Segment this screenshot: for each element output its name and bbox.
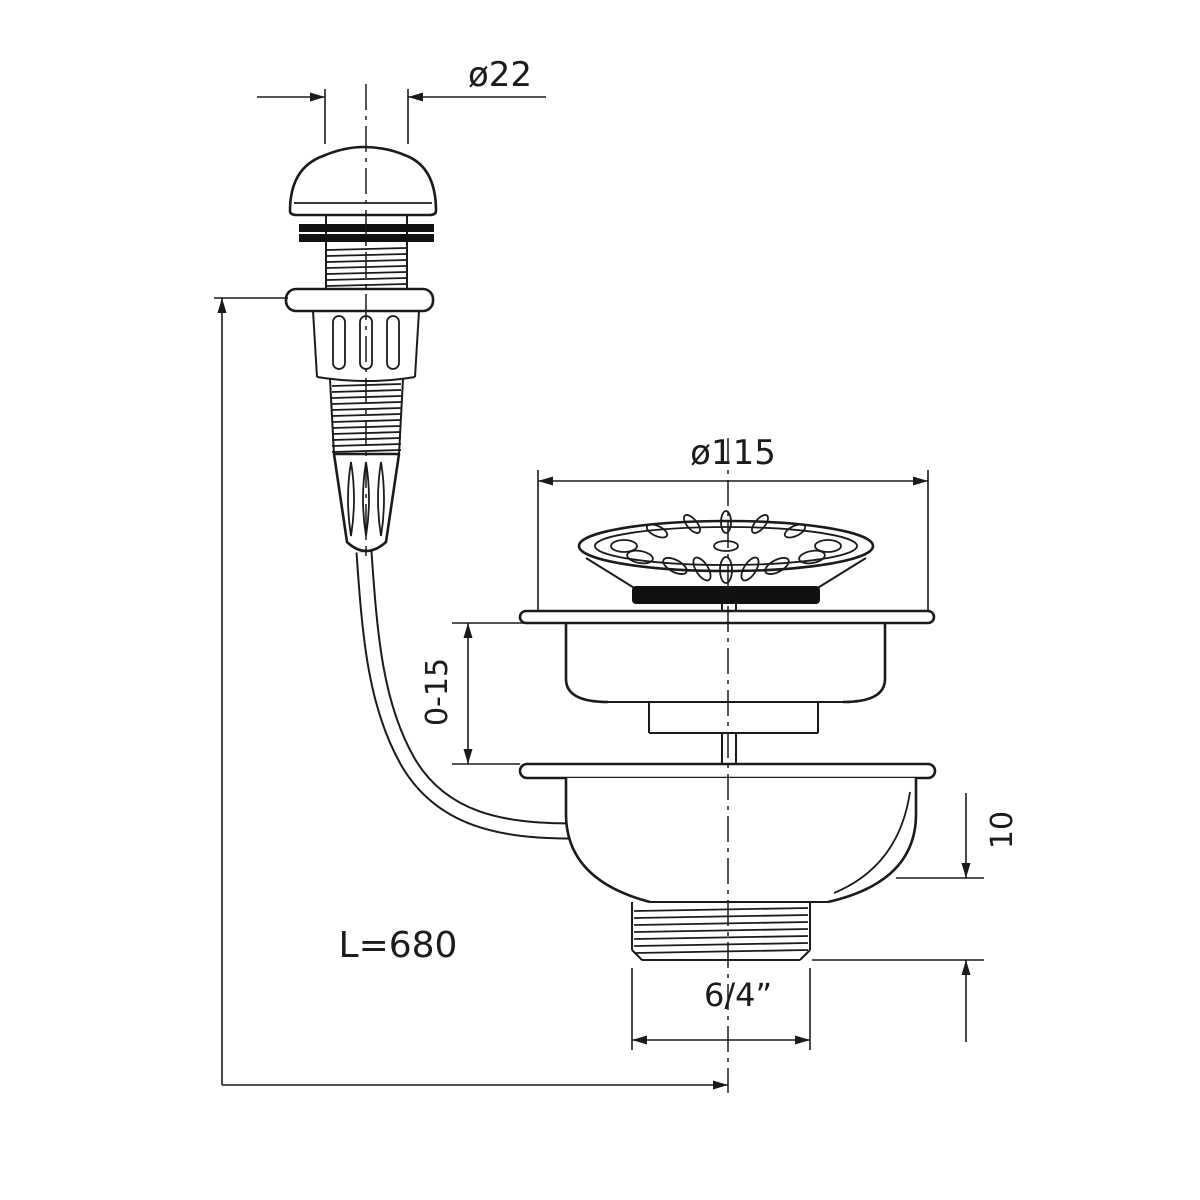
strainer-basket	[577, 510, 875, 604]
dim-label-outlet-height: 10	[985, 811, 1020, 849]
arrowhead	[961, 960, 971, 975]
arrowhead	[713, 1080, 728, 1090]
basket-seal-gasket	[632, 586, 820, 604]
arrowhead	[795, 1035, 810, 1045]
knob-gasket	[299, 234, 434, 242]
arrowhead	[310, 92, 325, 102]
basket-strainer-assembly	[518, 510, 937, 961]
dimension-annotations: ø22 ø115 0-15 10	[214, 55, 1020, 1090]
dim-height-adjustment: 0-15	[420, 622, 562, 765]
arrowhead	[463, 749, 473, 764]
basket-center-hub	[713, 540, 739, 552]
dim-label-cable-length: L=680	[339, 925, 458, 966]
dim-outlet-thread: 6/4”	[631, 968, 811, 1050]
arrowhead	[913, 476, 928, 486]
arrowhead	[463, 623, 473, 638]
control-cable	[355, 551, 573, 840]
pop-up-knob-assembly	[284, 145, 438, 553]
dim-label-knob-diameter: ø22	[468, 55, 532, 95]
dim-strainer-diameter: ø115	[537, 433, 929, 610]
upper-cup	[564, 623, 887, 734]
dim-knob-diameter: ø22	[257, 55, 546, 144]
strainer-stem	[721, 604, 737, 764]
arrowhead	[217, 298, 227, 313]
threaded-outlet	[631, 902, 811, 961]
dim-label-strainer-diameter: ø115	[690, 433, 776, 473]
dim-cable-length: L=680	[214, 297, 728, 1090]
arrowhead	[408, 92, 423, 102]
lower-bowl	[564, 778, 918, 904]
top-flange-plate	[518, 609, 936, 625]
arrowhead	[538, 476, 553, 486]
dim-label-outlet-thread: 6/4”	[704, 976, 772, 1014]
dim-label-height-adjustment: 0-15	[420, 658, 455, 726]
knob-cap	[288, 145, 438, 217]
strainer-slots	[610, 510, 842, 584]
arrowhead	[632, 1035, 647, 1045]
arrowhead	[961, 863, 971, 878]
dim-outlet-height: 10	[812, 793, 1020, 1042]
knob-flange	[284, 287, 435, 313]
center-lines	[365, 84, 729, 1093]
